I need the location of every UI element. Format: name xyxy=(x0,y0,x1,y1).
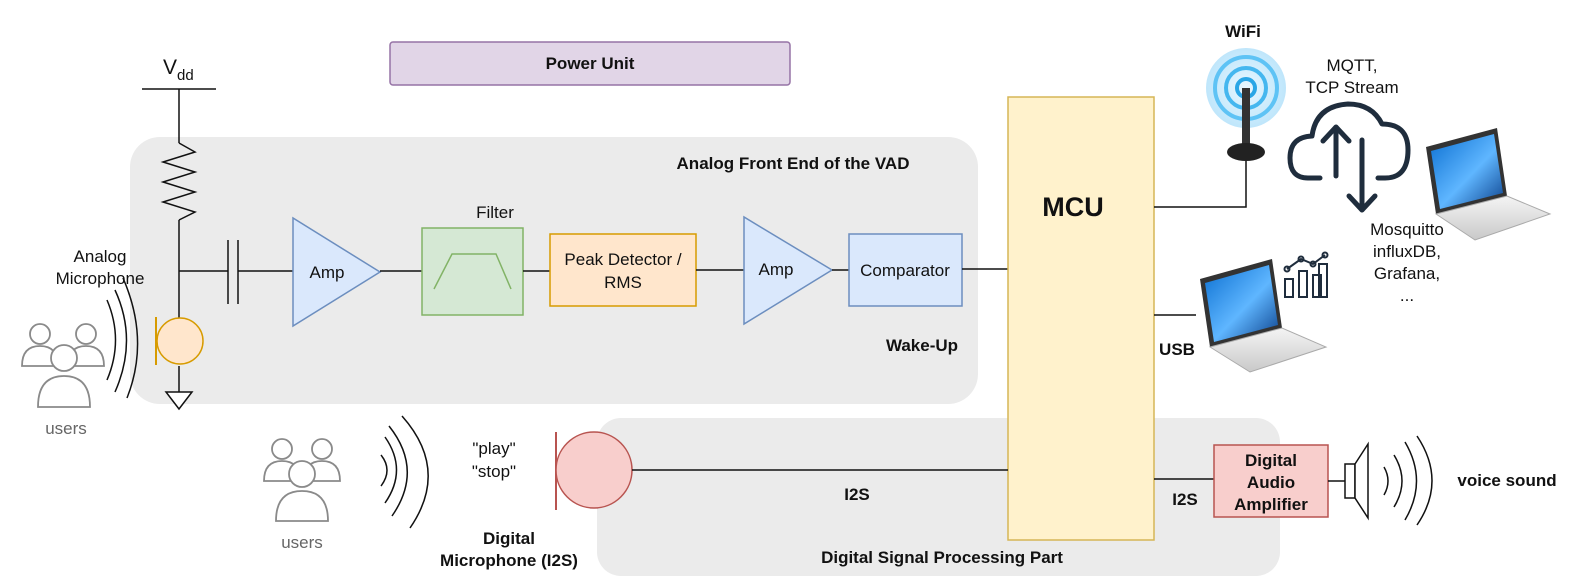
speaker-icon xyxy=(1344,441,1369,521)
dsp-region-title: Digital Signal Processing Part xyxy=(821,548,1063,567)
digital-mic-label-1: Digital xyxy=(483,529,535,548)
wifi-antenna-icon xyxy=(1206,48,1286,161)
amp-1-label: Amp xyxy=(310,263,345,282)
analog-microphone-icon xyxy=(155,317,204,365)
mcu-box xyxy=(1007,96,1155,541)
peak-detector-label-2: RMS xyxy=(604,273,642,292)
sound-waves-icon-bottom xyxy=(380,415,429,529)
analog-mic-label-2: Microphone xyxy=(56,269,145,288)
audio-amplifier-box xyxy=(1213,444,1329,518)
usb-label: USB xyxy=(1159,340,1195,359)
amp-2 xyxy=(743,215,834,326)
capacitor-symbol xyxy=(227,240,239,304)
peak-detector-box xyxy=(549,233,697,307)
svg-text:Grafana,: Grafana, xyxy=(1374,264,1440,283)
bandpass-icon xyxy=(433,253,512,290)
users-label-top: users xyxy=(45,419,87,438)
analog-region-title: Analog Front End of the VAD xyxy=(677,154,910,173)
speaker-waves-icon xyxy=(1383,435,1433,526)
users-group-icon xyxy=(21,323,105,408)
analog-mic-label-1: Analog xyxy=(74,247,127,266)
mqtt-label-2: TCP Stream xyxy=(1305,78,1398,97)
ground-symbol xyxy=(164,391,194,411)
svg-text:Digital: Digital xyxy=(1245,451,1297,470)
voice-sound-label: voice sound xyxy=(1457,471,1556,490)
amp-1 xyxy=(292,216,382,328)
i2s-label-mic: I2S xyxy=(844,485,870,504)
users-label-bottom: users xyxy=(281,533,323,552)
power-unit-label: Power Unit xyxy=(546,54,635,73)
command-stop: "stop" xyxy=(472,462,516,481)
pull-up-resistor xyxy=(160,142,198,221)
laptop-icon-usb xyxy=(1200,259,1328,373)
mqtt-label-1: MQTT, xyxy=(1327,56,1378,75)
mcu-label: MCU xyxy=(1042,192,1104,222)
svg-text:Mosquitto: Mosquitto xyxy=(1370,220,1444,239)
users-group-icon-bottom xyxy=(263,438,341,522)
svg-text:...: ... xyxy=(1400,286,1414,305)
svg-text:Amplifier: Amplifier xyxy=(1234,495,1308,514)
comparator-box xyxy=(848,233,963,307)
digital-mic-label-2: Microphone (I2S) xyxy=(440,551,578,570)
digital-microphone-icon xyxy=(555,431,633,510)
wifi-label: WiFi xyxy=(1225,22,1261,41)
i2s-label-amp: I2S xyxy=(1172,490,1198,509)
filter-label: Filter xyxy=(476,203,514,222)
wakeup-label: Wake-Up xyxy=(886,336,958,355)
filter-box xyxy=(421,227,524,316)
cloud-sync-icon xyxy=(1287,101,1411,213)
laptop-icon-cloud xyxy=(1426,128,1552,241)
svg-text:influxDB,: influxDB, xyxy=(1373,242,1441,261)
comparator-label: Comparator xyxy=(860,261,950,280)
services-text: Mosquitto influxDB, Grafana, ... xyxy=(1370,220,1444,305)
peak-detector-label-1: Peak Detector / xyxy=(564,250,681,269)
amp-2-label: Amp xyxy=(759,260,794,279)
svg-text:Audio: Audio xyxy=(1247,473,1295,492)
power-unit-box xyxy=(389,41,791,86)
bar-chart-icon xyxy=(1283,251,1329,298)
sound-waves-icon xyxy=(106,277,139,399)
command-play: "play" xyxy=(472,439,515,458)
vdd-label: Vdd xyxy=(163,56,194,84)
